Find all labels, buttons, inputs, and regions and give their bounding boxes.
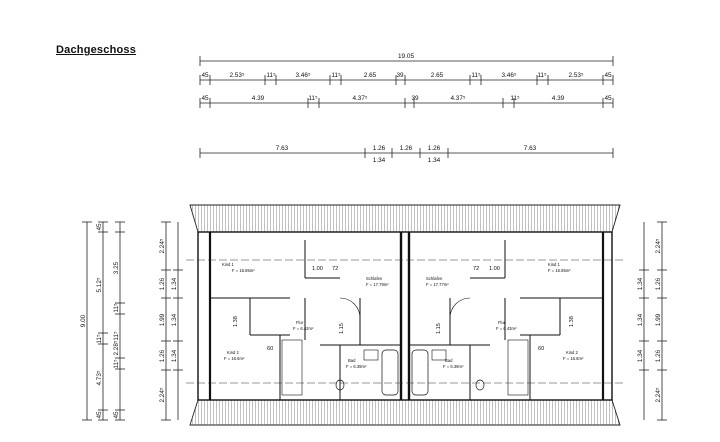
axis-lines <box>186 259 626 384</box>
dimension-label: 60 <box>267 346 273 352</box>
room-bad-right-name: Bad <box>445 358 453 363</box>
dimension-label: 2.24⁵ <box>655 387 662 402</box>
dimension-label: 1.99 <box>159 313 166 326</box>
dimension-label: 72 <box>473 266 479 272</box>
dimension-label: 11⁵ <box>308 95 318 102</box>
room-kind1-right-area: F = 16.85m² <box>548 268 571 273</box>
room-kind1-right-name: Kind 1 <box>548 262 561 267</box>
dimension-label: 1.34 <box>171 277 178 290</box>
room-kind2-right-name: Kind 2 <box>566 350 579 355</box>
dimension-label: 1.34 <box>637 349 644 362</box>
dimension-label: 2.65 <box>364 72 377 79</box>
dimension-label: 11⁵ <box>96 334 103 344</box>
dimension-label: 72 <box>332 266 338 272</box>
dimension-label: 2.53⁵ <box>229 72 244 79</box>
dimension-label: 1.26 <box>373 145 386 152</box>
dimension-label: 1.26 <box>159 349 166 362</box>
dimension-label: 11⁵ <box>113 331 120 341</box>
dimension-label: 45 <box>201 72 209 79</box>
room-flur-right-area: F = 6.43m² <box>496 326 517 331</box>
ticks-row2 <box>199 75 614 85</box>
ticks-row4 <box>199 148 614 158</box>
ticks-left <box>82 221 183 421</box>
dimension-label: 11⁵ <box>331 72 341 79</box>
room-kind1-left-area: F = 16.85m² <box>232 268 255 273</box>
dimension-label: 11⁵ <box>471 72 481 79</box>
room-flur-left-name: Flur <box>296 320 304 325</box>
dimension-label: 1.34 <box>428 157 441 164</box>
dimension-label: 45 <box>113 411 120 419</box>
dimension-label: 1.00 <box>312 266 323 272</box>
dimension-label: 1.34 <box>171 349 178 362</box>
ticks-row3 <box>199 98 614 108</box>
dimension-label: 11⁵ <box>510 95 520 102</box>
room-bad-right-area: F = 6.39m² <box>443 364 464 369</box>
plan-title: Dachgeschoss <box>56 44 137 56</box>
dimension-label: 7.63 <box>276 145 289 152</box>
room-kind1-left-name: Kind 1 <box>222 262 235 267</box>
dimension-label: 2.53⁵ <box>568 72 583 79</box>
dimension-label: 2.28⁵ <box>113 340 120 355</box>
dimension-label: 45 <box>96 223 103 231</box>
dimension-label: 11⁵ <box>113 359 120 369</box>
dimension-label: 1.34 <box>373 157 386 164</box>
dimension-label: 45 <box>201 95 209 102</box>
room-bad-left-name: Bad <box>348 358 356 363</box>
dimension-label: 2.24⁵ <box>159 238 166 253</box>
dimension-label: 1.38 <box>233 316 239 327</box>
room-schlafen-left-name: Schlafen <box>366 276 383 281</box>
dimension-label: 7.63 <box>524 145 537 152</box>
room-schlafen-right-name: Schlafen <box>426 276 443 281</box>
dimension-label: 1.15 <box>339 323 345 334</box>
dimension-label: 3.25 <box>113 261 120 274</box>
dimension-label: 39 <box>396 72 404 79</box>
room-schlafen-right-area: F = 17.77m² <box>426 282 449 287</box>
dimension-label: 11⁵ <box>537 72 547 79</box>
dimension-label: 1.15 <box>436 323 442 334</box>
dimension-label: 45 <box>604 95 612 102</box>
dimension-label: 4.37⁵ <box>450 95 465 102</box>
dimension-label: 4.73⁵ <box>96 370 103 385</box>
room-kind2-left-area: F = 16.6m² <box>224 356 245 361</box>
dimension-label: 1.34 <box>637 313 644 326</box>
dimension-label: 11⁵ <box>113 303 120 313</box>
dimension-label: 60 <box>538 346 544 352</box>
room-flur-left-area: F = 6.42m² <box>293 326 314 331</box>
roof-edges <box>189 204 621 426</box>
dimension-label: 3.46⁵ <box>501 72 516 79</box>
dimension-label: 2.24⁵ <box>159 387 166 402</box>
dimension-label: 1.26 <box>400 145 413 152</box>
walls <box>197 231 613 401</box>
dimension-label: 45 <box>96 411 103 419</box>
dim-total: 19.05 <box>398 53 414 60</box>
room-schlafen-left-area: F = 17.79m² <box>366 282 389 287</box>
dimension-label: 1.34 <box>171 313 178 326</box>
room-flur-right-name: Flur <box>498 320 506 325</box>
room-kind2-right-area: F = 16.6m² <box>563 356 584 361</box>
dimension-label: 2.65 <box>431 72 444 79</box>
dimension-label: 3.46⁵ <box>295 72 310 79</box>
dimension-label: 1.26 <box>655 349 662 362</box>
dimension-label: 9.00 <box>80 314 87 327</box>
dimension-label: 1.26 <box>655 277 662 290</box>
dimension-label: 1.99 <box>655 313 662 326</box>
dimension-label: 4.37⁵ <box>352 95 367 102</box>
dimension-label: 1.00 <box>489 266 500 272</box>
room-kind2-left-name: Kind 2 <box>227 350 240 355</box>
dimension-label: 1.34 <box>637 277 644 290</box>
ticks-right <box>639 221 667 421</box>
dimension-label: 1.26 <box>159 277 166 290</box>
dimension-label: 39 <box>411 95 419 102</box>
dimension-label: 4.39 <box>252 95 265 102</box>
ticks-row1 <box>199 56 614 66</box>
dimension-label: 4.39 <box>552 95 565 102</box>
dimension-label: 45 <box>604 72 612 79</box>
dimension-label: 11⁵ <box>266 72 276 79</box>
room-bad-left-area: F = 6.39m² <box>346 364 367 369</box>
dimension-label: 1.26 <box>428 145 441 152</box>
dimension-label: 1.38 <box>569 316 575 327</box>
dimension-label: 5.12⁵ <box>96 277 103 292</box>
dimension-label: 2.24⁵ <box>655 238 662 253</box>
